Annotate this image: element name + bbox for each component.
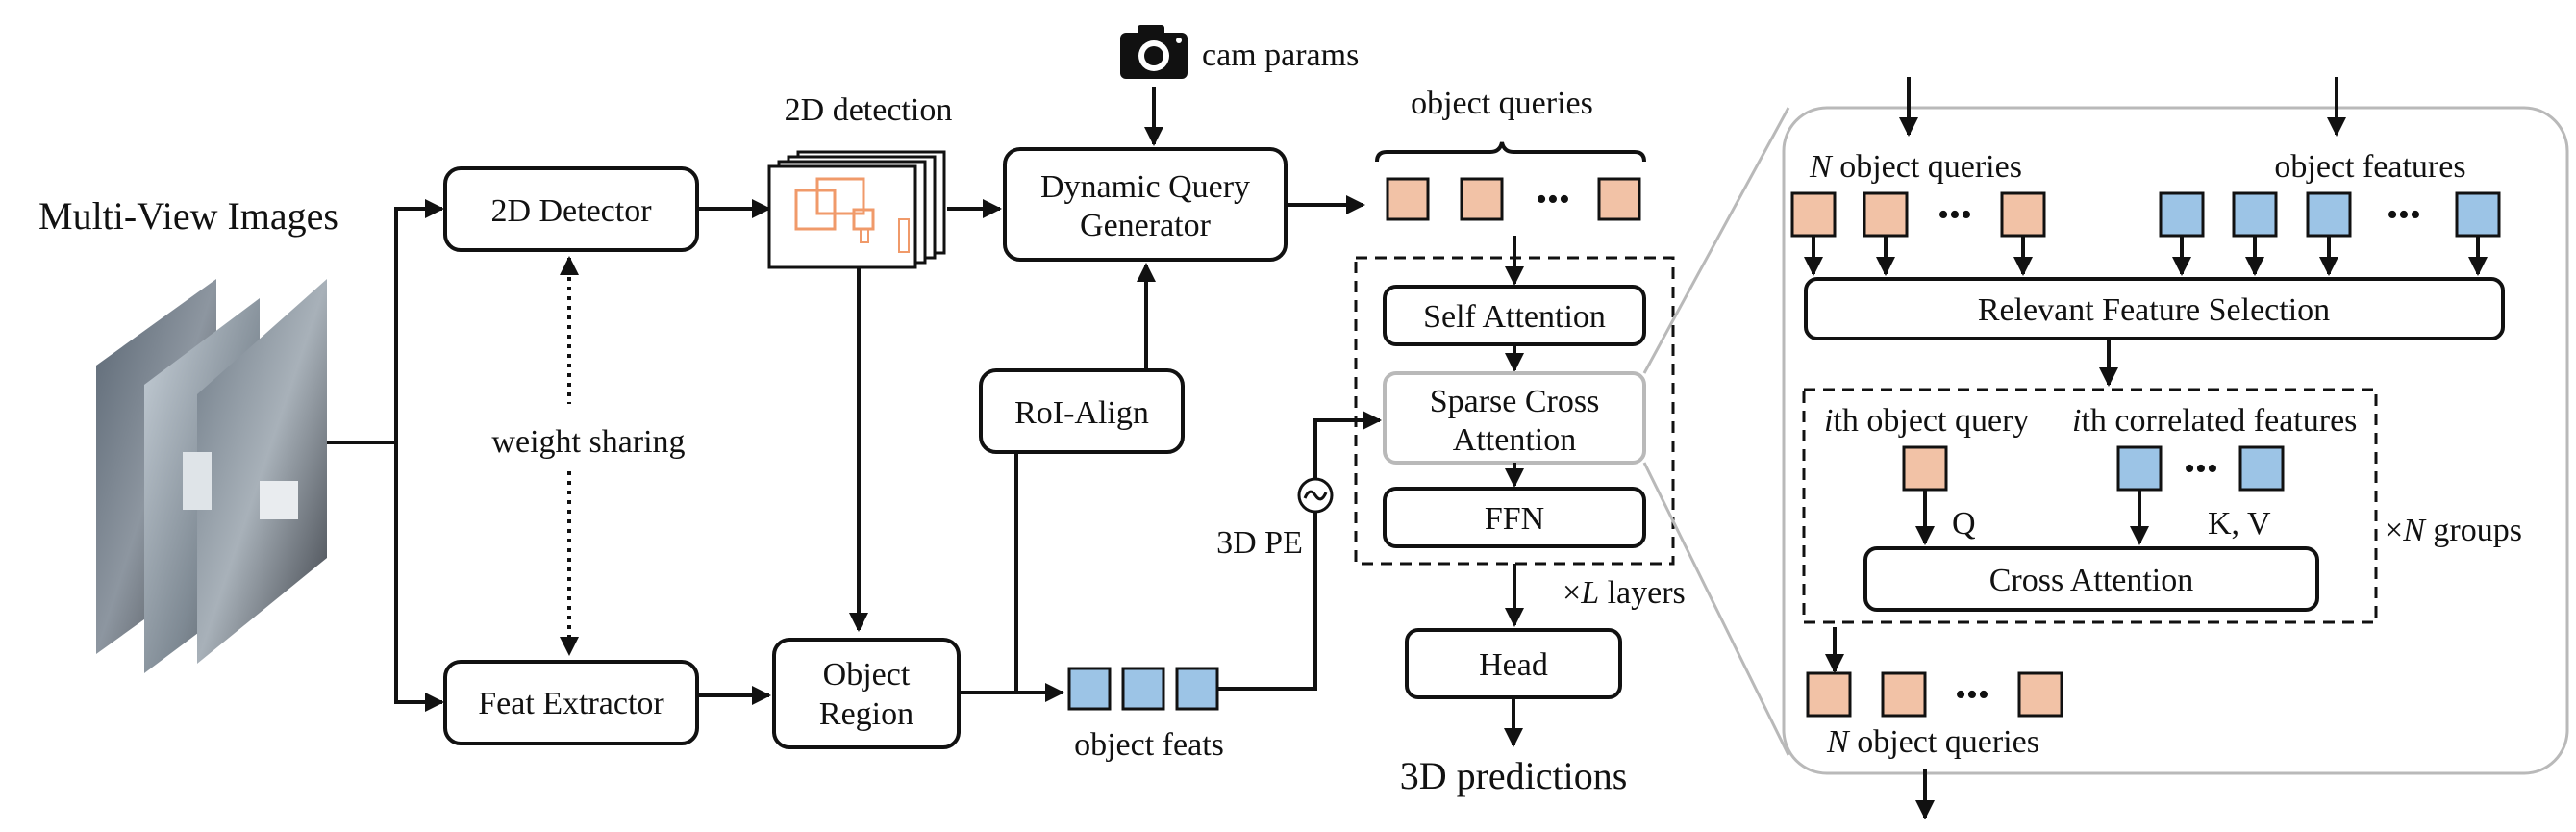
cam-params-label: cam params (1202, 38, 1359, 73)
weight-sharing-label: weight sharing (491, 424, 685, 460)
positional-encoding-icon (1297, 477, 1334, 514)
dqg-label-line1: Dynamic Query (1040, 169, 1250, 205)
ith-correlated-features-label: ith correlated features (2072, 403, 2357, 439)
3d-predictions-label: 3D predictions (1400, 754, 1628, 797)
relevant-feature-selection-box (1804, 277, 2505, 340)
multi-view-images-label: Multi-View Images (38, 194, 338, 238)
2d-detection-label: 2D detection (785, 92, 953, 128)
n-object-queries-bottom-label: N object queries (1826, 724, 2039, 760)
object-region-label-line1: Object (823, 657, 911, 693)
q-label: Q (1952, 506, 1976, 542)
detail-query-ellipsis-top: ••• (1938, 197, 1972, 233)
self-attention-label: Self Attention (1423, 299, 1606, 335)
layers-label: ×L layers (1563, 575, 1686, 611)
3d-pe-label: 3D PE (1216, 525, 1303, 561)
2d-detection-stack (767, 150, 946, 269)
object-features-label: object features (2274, 149, 2465, 185)
ith-feature-squares (2116, 445, 2285, 492)
cross-attention-box (1863, 546, 2319, 612)
kv-label: K, V (2208, 506, 2271, 542)
ffn-box (1383, 487, 1646, 548)
n-object-queries-top-label: N object queries (1809, 149, 2022, 185)
n-groups-label: ×N groups (2385, 513, 2522, 548)
feat-extractor-box (443, 660, 699, 745)
object-queries-label: object queries (1411, 86, 1593, 121)
object-queries-ellipsis: ••• (1536, 182, 1570, 217)
object-queries-squares (1386, 177, 1641, 221)
relevant-feature-selection-label: Relevant Feature Selection (1978, 292, 2330, 328)
sparse-cross-attention-line1: Sparse Cross (1430, 384, 1600, 419)
detail-feature-squares-top (2159, 191, 2501, 238)
roi-align-box (979, 368, 1185, 454)
ith-query-square (1902, 445, 1948, 492)
object-feats-label: object feats (1074, 727, 1224, 763)
detail-feature-ellipsis-top: ••• (2387, 197, 2421, 233)
object-region-label-line2: Region (819, 696, 913, 732)
ith-feature-ellipsis: ••• (2184, 451, 2218, 487)
detail-query-squares-bottom (1806, 671, 2063, 718)
multi-view-image-stack (96, 279, 327, 673)
selection-input-arrows (1804, 236, 2488, 276)
roi-align-label: RoI-Align (1014, 395, 1149, 431)
ith-object-query-label: ith object query (1824, 403, 2029, 439)
dqg-label-line2: Generator (1080, 208, 1212, 243)
detail-query-ellipsis-bottom: ••• (1955, 677, 1989, 713)
detail-query-squares-top (1790, 191, 2046, 238)
camera-icon (1120, 25, 1188, 79)
sparse-cross-attention-line2: Attention (1453, 422, 1576, 458)
2d-detector-label: 2D Detector (490, 193, 652, 229)
ffn-label: FFN (1485, 501, 1544, 537)
cross-attention-label: Cross Attention (1989, 563, 2194, 598)
head-label: Head (1479, 647, 1548, 683)
feat-extractor-label: Feat Extractor (478, 686, 664, 721)
object-feats-squares (1067, 667, 1219, 711)
